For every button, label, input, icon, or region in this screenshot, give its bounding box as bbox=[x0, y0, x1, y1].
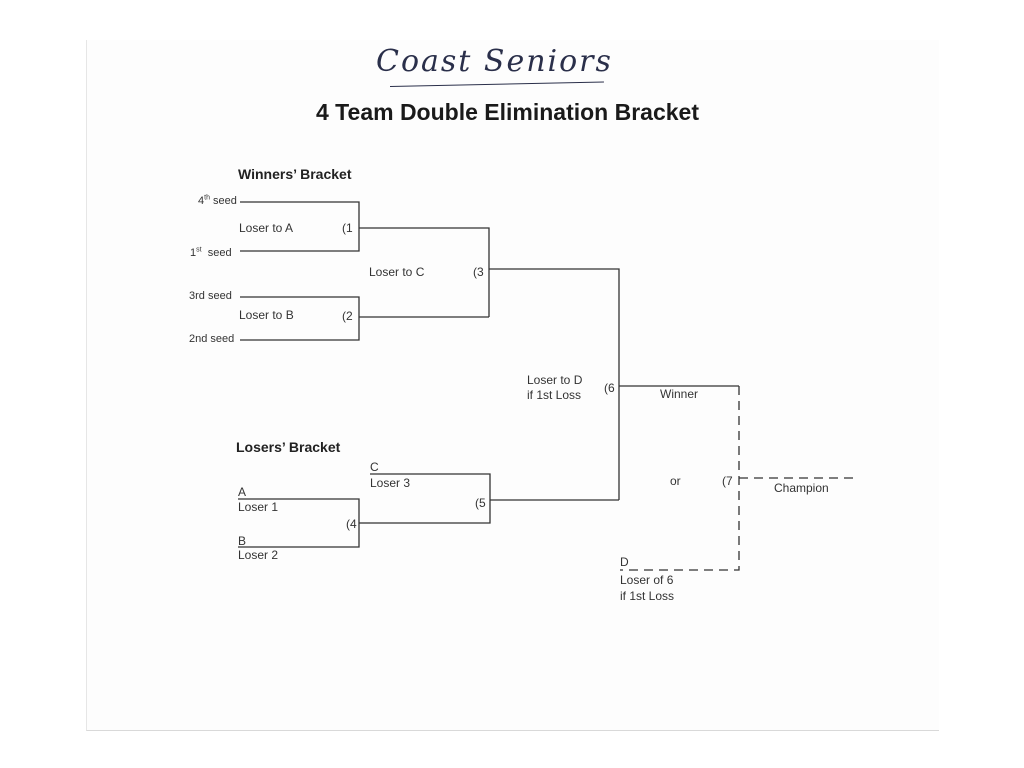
losers-bracket-heading: Losers’ Bracket bbox=[236, 439, 341, 455]
slot-d-label: D bbox=[620, 555, 629, 569]
slot-c-label: C bbox=[370, 460, 379, 474]
game-2-number: (2 bbox=[342, 309, 353, 323]
game-6-number: (6 bbox=[604, 381, 615, 395]
game-7-dashed-bracket bbox=[620, 386, 740, 571]
scanned-sheet bbox=[86, 40, 939, 731]
seed-3-label: 3rd seed bbox=[189, 290, 232, 302]
game-1-number: (1 bbox=[342, 221, 353, 235]
loser-2-label: Loser 2 bbox=[238, 548, 279, 562]
loser-to-d-condition: if 1st Loss bbox=[527, 388, 582, 402]
winners-bracket-heading: Winners’ Bracket bbox=[238, 166, 352, 182]
loser-1-label: Loser 1 bbox=[238, 500, 279, 514]
game-2-bracket bbox=[240, 296, 360, 341]
page-title: 4 Team Double Elimination Bracket bbox=[316, 99, 700, 125]
game-1-bracket bbox=[240, 201, 360, 252]
or-label: or bbox=[670, 474, 681, 488]
seed-2-label: 2nd seed bbox=[189, 333, 235, 345]
seed-4-number: 4 bbox=[198, 195, 205, 207]
loser-of-6-label: Loser of 6 bbox=[620, 573, 674, 587]
loser-of-6-condition: if 1st Loss bbox=[620, 589, 675, 603]
game-4-number: (4 bbox=[346, 517, 357, 531]
slot-b-label: B bbox=[238, 534, 247, 548]
seed-4-word: seed bbox=[213, 195, 237, 207]
slot-a-label: A bbox=[238, 485, 247, 499]
game-5-number: (5 bbox=[475, 496, 486, 510]
loser-to-c-label: Loser to C bbox=[369, 265, 425, 279]
game-5-bracket bbox=[370, 473, 491, 524]
loser-to-b-label: Loser to B bbox=[239, 308, 294, 322]
game-3-to-6-line bbox=[489, 268, 620, 500]
seed-4-suffix: th bbox=[204, 194, 210, 202]
seed-1-label: 1st seed bbox=[190, 246, 232, 260]
seed-4-label: 4th seed bbox=[198, 194, 237, 208]
game-1-to-3-line bbox=[359, 227, 490, 317]
loser-3-label: Loser 3 bbox=[370, 476, 411, 490]
champion-label: Champion bbox=[774, 481, 829, 495]
loser-to-d-label: Loser to D bbox=[527, 373, 583, 387]
game-3-number: (3 bbox=[473, 265, 484, 279]
handwritten-team-name: Coast Seniors bbox=[376, 44, 613, 79]
loser-to-a-label: Loser to A bbox=[239, 221, 294, 235]
winner-label: Winner bbox=[660, 387, 699, 401]
game-7-number: (7 bbox=[722, 474, 733, 488]
seed-1-word: seed bbox=[207, 247, 232, 259]
seed-1-suffix: st bbox=[196, 246, 202, 254]
seed-1-number: 1 bbox=[190, 247, 197, 259]
